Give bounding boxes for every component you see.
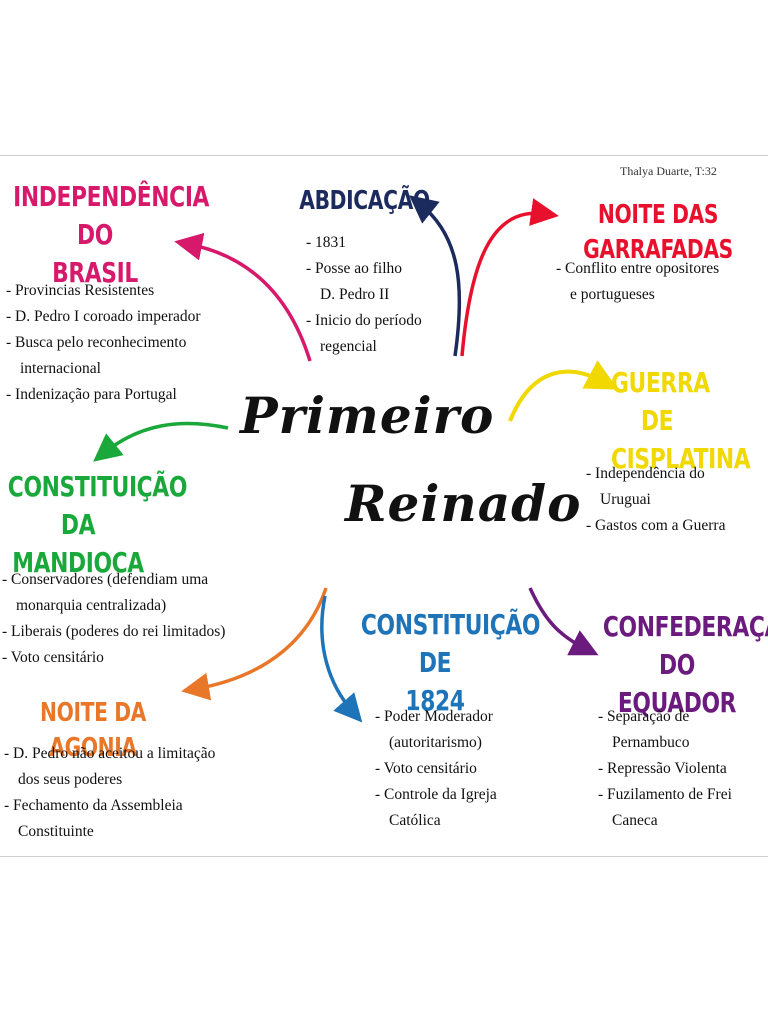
constituicao1824-title: CONSTITUIÇÃO DE 1824	[360, 606, 541, 719]
arrow-constituicao1824	[320, 595, 363, 723]
list-item: Voto censitário	[2, 645, 225, 671]
list-item: Conservadores (defendiam uma	[2, 567, 225, 593]
constituicao1824-list: Poder Moderador (autoritarismo) Voto cen…	[375, 704, 497, 834]
list-item: Inicio do período	[306, 308, 422, 334]
center-title-line1: Primeiro	[240, 386, 495, 445]
list-item: Fechamento da Assembleia	[4, 793, 215, 819]
author-credit: Thalya Duarte, T:32	[620, 164, 717, 178]
independencia-title: INDEPENDÊNCIA DO BRASIL	[13, 178, 210, 291]
independencia-list: Provincias Resistentes D. Pedro I coroad…	[6, 278, 201, 408]
list-item: Posse ao filho	[306, 256, 422, 282]
list-item: internacional	[20, 360, 101, 377]
mind-map: Thalya Duarte, T:32 INDEPENDÊNCIA DO BRA…	[0, 155, 768, 857]
list-item: D. Pedro não aceitou a limitação	[4, 741, 215, 767]
list-item: D. Pedro I coroado imperador	[6, 304, 201, 330]
list-item: Pernambuco	[612, 734, 690, 751]
arrows-layer	[93, 195, 619, 723]
list-item: e portugueses	[570, 286, 655, 303]
cisplatina-title-line1: GUERRA DE	[610, 366, 710, 437]
independencia-title-line1: INDEPENDÊNCIA DO	[13, 180, 210, 251]
abdicacao-list: 1831 Posse ao filho D. Pedro II Inicio d…	[306, 230, 422, 360]
list-item: (autoritarismo)	[389, 734, 482, 751]
list-item: Repressão Violenta	[598, 756, 732, 782]
list-item: Constituinte	[18, 823, 94, 840]
list-item: monarquia centralizada)	[16, 597, 167, 614]
garrafadas-list: Conflito entre opositores e portugueses	[556, 256, 719, 308]
arrow-agonia	[181, 587, 328, 701]
arrow-cisplatina	[508, 360, 619, 422]
list-item: dos seus poderes	[18, 771, 123, 788]
list-item: Liberais (poderes do rei limitados)	[2, 619, 225, 645]
mandioca-title-line1: CONSTITUIÇÃO DA	[7, 470, 188, 541]
abdicacao-title: ABDICAÇÃO	[299, 186, 430, 216]
center-title-line2: Reinado	[345, 474, 582, 533]
list-item: Indenização para Portugal	[6, 382, 201, 408]
mandioca-list: Conservadores (defendiam uma monarquia c…	[2, 567, 226, 671]
arrow-confederacao	[528, 587, 599, 656]
list-item: Gastos com a Guerra	[586, 513, 725, 539]
list-item: Voto censitário	[375, 756, 497, 782]
list-item: Poder Moderador	[375, 704, 497, 730]
list-item: Busca pelo reconhecimento	[6, 330, 201, 356]
arrow-abdicacao	[409, 195, 462, 357]
list-item: Caneca	[612, 812, 658, 829]
list-item: Controle da Igreja	[375, 782, 497, 808]
confederacao-title-line1: CONFEDERAÇÃO DO	[602, 610, 768, 681]
list-item: Católica	[389, 812, 441, 829]
list-item: Conflito entre opositores	[556, 256, 719, 282]
cisplatina-list: Independência do Uruguai Gastos com a Gu…	[586, 461, 725, 539]
list-item: Provincias Resistentes	[6, 278, 201, 304]
constituicao1824-title-line1: CONSTITUIÇÃO DE	[360, 608, 541, 679]
list-item: 1831	[306, 230, 422, 256]
mandioca-title: CONSTITUIÇÃO DA MANDIOCA	[7, 468, 188, 581]
arrow-independencia	[174, 232, 312, 362]
list-item: regencial	[320, 338, 377, 355]
list-item: Independência do	[586, 461, 725, 487]
list-item: Uruguai	[600, 491, 651, 508]
confederacao-list: Separação de Pernambuco Repressão Violen…	[598, 704, 732, 834]
list-item: Fuzilamento de Frei	[598, 782, 732, 808]
list-item: D. Pedro II	[320, 286, 390, 303]
list-item: Separação de	[598, 704, 732, 730]
agonia-list: D. Pedro não aceitou a limitação dos seu…	[4, 741, 215, 845]
arrow-garrafadas	[460, 198, 559, 357]
arrow-mandioca	[93, 421, 229, 462]
